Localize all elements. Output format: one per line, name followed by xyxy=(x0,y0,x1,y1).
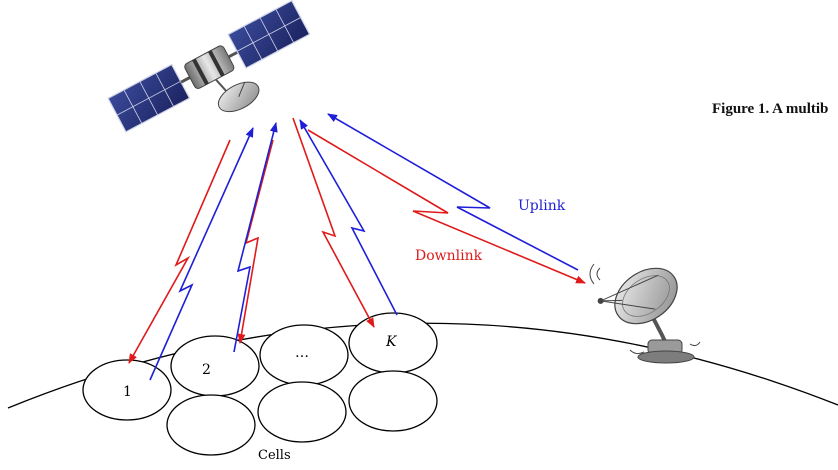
downlink-beam-station xyxy=(307,129,586,284)
cell-dots-label: … xyxy=(295,345,309,361)
cell-5 xyxy=(166,394,256,456)
downlink-beam-2 xyxy=(237,139,274,344)
uplink-beams xyxy=(149,113,579,381)
uplink-beam-2 xyxy=(233,122,278,353)
cell-7 xyxy=(348,370,438,432)
cell-6 xyxy=(257,381,347,443)
downlink-label: Downlink xyxy=(415,248,483,264)
uplink-label: Uplink xyxy=(518,198,566,214)
downlink-beam-1 xyxy=(128,139,231,364)
cell-2 xyxy=(170,335,260,397)
cell-1-label: 1 xyxy=(123,384,132,400)
downlink-beam-k xyxy=(292,117,375,328)
cell-grid xyxy=(82,312,438,456)
cell-1 xyxy=(82,359,172,421)
uplink-beam-k xyxy=(299,119,398,316)
cells-label: Cells xyxy=(258,448,291,463)
satellite-dish-icon xyxy=(589,263,701,364)
uplink-beam-station xyxy=(327,113,579,271)
satellite-icon xyxy=(107,0,311,133)
cell-2-label: 2 xyxy=(202,362,211,378)
cell-k-label: K xyxy=(385,334,398,350)
uplink-beam-1 xyxy=(149,127,254,381)
figure-caption: Figure 1. A multib xyxy=(712,101,829,117)
downlink-beams xyxy=(128,117,586,364)
